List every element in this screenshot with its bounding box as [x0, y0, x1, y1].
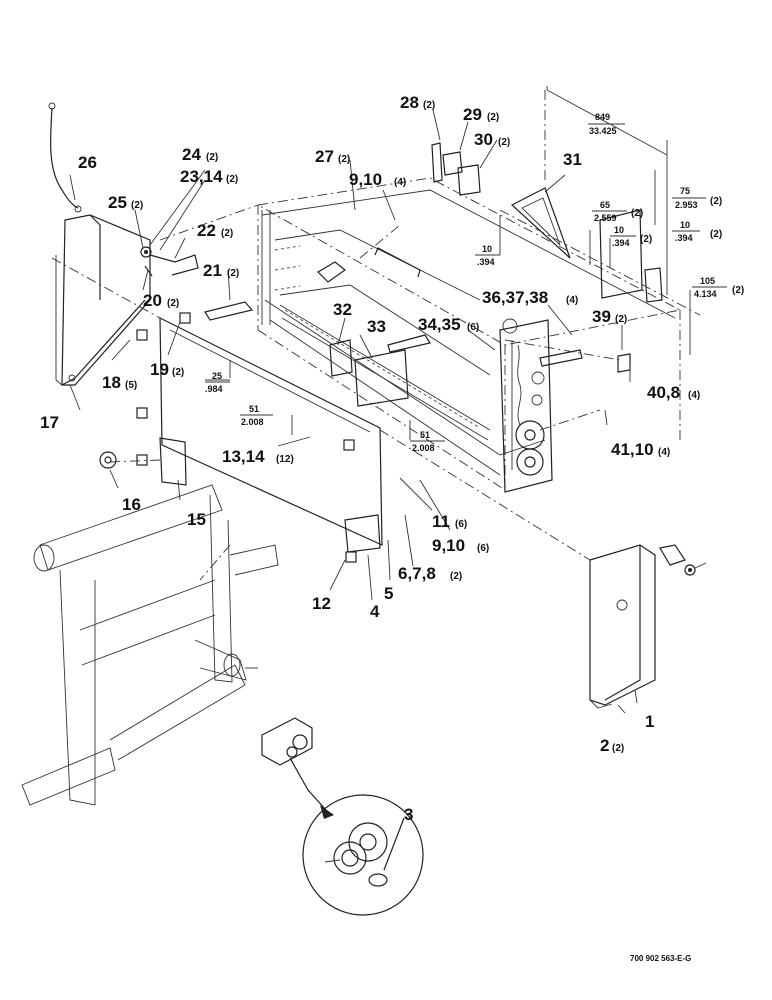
callout-25-qty: (2) [131, 200, 143, 211]
callout-19-qty: (2) [172, 367, 184, 378]
dim-10a-qty: (2) [710, 229, 722, 240]
dim-75-mm: 75 [680, 186, 690, 196]
callout-40-8-qty: (4) [688, 390, 700, 401]
callout-28: 28 [400, 93, 419, 112]
callout-31: 31 [563, 150, 582, 169]
dim-10b-mm: 10 [614, 225, 624, 235]
callout-30-qty: (2) [498, 137, 510, 148]
callout-34-35: 34,35 [418, 315, 461, 334]
callout-13-14: 13,14 [222, 447, 265, 466]
callout-26: 26 [78, 153, 97, 172]
callout-24: 24 [182, 145, 201, 164]
callout-16: 16 [122, 495, 141, 514]
callout-41-10-qty: (4) [658, 447, 670, 458]
callout-21: 21 [203, 261, 222, 280]
top-cover-parts [431, 142, 663, 373]
callout-6-7-8: 6,7,8 [398, 564, 436, 583]
callout-1: 1 [645, 712, 654, 731]
dimension-labels: 849 33.425 75 2.953 (2) 10 .394 (2) 65 2… [205, 112, 744, 453]
callout-9-10-top-qty: (4) [394, 177, 406, 188]
dim-105-inch: 4.134 [694, 289, 717, 299]
dim-105-qty: (2) [732, 285, 744, 296]
callout-24-qty: (2) [206, 152, 218, 163]
callout-32: 32 [333, 300, 352, 319]
callout-34-35-qty: (6) [467, 322, 479, 333]
right-end-shield [589, 544, 707, 709]
callout-9-10-bottom: 9,10 [432, 536, 465, 555]
dimension-lines [205, 86, 691, 440]
callout-9-10-top: 9,10 [349, 170, 382, 189]
callout-18-qty: (5) [125, 380, 137, 391]
dim-65-qty: (2) [631, 208, 643, 219]
callout-5: 5 [384, 584, 393, 603]
callout-9-10-bottom-qty: (6) [477, 543, 489, 554]
callout-12: 12 [312, 594, 331, 613]
dim-25-mm: 25 [212, 371, 222, 381]
callout-2: 2 [600, 736, 609, 755]
callout-28-qty: (2) [423, 100, 435, 111]
dim-51a-mm: 51 [249, 404, 259, 414]
callout-41-10: 41,10 [611, 440, 654, 459]
dim-10a-mm: 10 [680, 220, 690, 230]
callout-36-37-38-qty: (4) [566, 295, 578, 306]
callout-29: 29 [463, 105, 482, 124]
callout-20-qty: (2) [167, 298, 179, 309]
callout-30: 30 [474, 130, 493, 149]
dim-10b-qty: (2) [640, 234, 652, 245]
gearbox-detail [261, 717, 424, 916]
dim-65-mm: 65 [600, 200, 610, 210]
callout-leaders [69, 109, 638, 714]
callout-39: 39 [592, 307, 611, 326]
dim-10c-mm: 10 [482, 244, 492, 254]
callout-4: 4 [370, 602, 380, 621]
callout-11-qty: (6) [455, 519, 467, 530]
callout-3: 3 [404, 805, 413, 824]
callout-23-14: 23,14 [180, 167, 223, 186]
callout-22-qty: (2) [221, 228, 233, 239]
callout-15: 15 [187, 510, 206, 529]
exploded-centerlines [51, 90, 701, 581]
dim-10b-inch: .394 [612, 238, 630, 248]
callout-13-14-qty: (12) [276, 454, 294, 465]
dim-25-inch: .984 [205, 384, 223, 394]
callout-27: 27 [315, 147, 334, 166]
callout-labels: 1 2 (2) 3 4 5 6,7,8 (2) 9,10 (4) 9,10 (6… [40, 93, 700, 824]
callout-22: 22 [197, 221, 216, 240]
dim-51b-mm: 51 [420, 430, 430, 440]
callout-2-qty: (2) [612, 743, 624, 754]
callout-23-14-qty: (2) [226, 174, 238, 185]
callout-40-8: 40,8 [647, 383, 680, 402]
implement-frame [21, 484, 279, 806]
dim-75-qty: (2) [710, 196, 722, 207]
callout-25: 25 [108, 193, 127, 212]
callout-6-7-8-qty: (2) [450, 571, 462, 582]
front-panel [136, 312, 383, 563]
drawing-number: 700 902 563-E-G [630, 954, 691, 963]
callout-20: 20 [143, 291, 162, 310]
left-end-shield [48, 102, 431, 469]
callout-11: 11 [432, 512, 450, 531]
callout-21-qty: (2) [227, 268, 239, 279]
dim-65-inch: 2.559 [594, 213, 617, 223]
dim-105-mm: 105 [700, 276, 715, 286]
callout-19: 19 [150, 360, 169, 379]
callout-33: 33 [367, 317, 386, 336]
callout-17: 17 [40, 413, 59, 432]
dim-849-mm: 849 [595, 112, 610, 122]
callout-39-qty: (2) [615, 314, 627, 325]
callout-18: 18 [102, 373, 121, 392]
main-housing [256, 177, 682, 493]
dim-849-inch: 33.425 [589, 126, 617, 136]
dim-10a-inch: .394 [675, 233, 693, 243]
dim-51b-inch: 2.008 [412, 443, 435, 453]
callout-27-qty: (2) [338, 154, 350, 165]
dim-75-inch: 2.953 [675, 200, 698, 210]
callout-36-37-38: 36,37,38 [482, 288, 548, 307]
dim-10c-inch: .394 [477, 257, 495, 267]
dim-51a-inch: 2.008 [241, 417, 264, 427]
callout-29-qty: (2) [487, 112, 499, 123]
